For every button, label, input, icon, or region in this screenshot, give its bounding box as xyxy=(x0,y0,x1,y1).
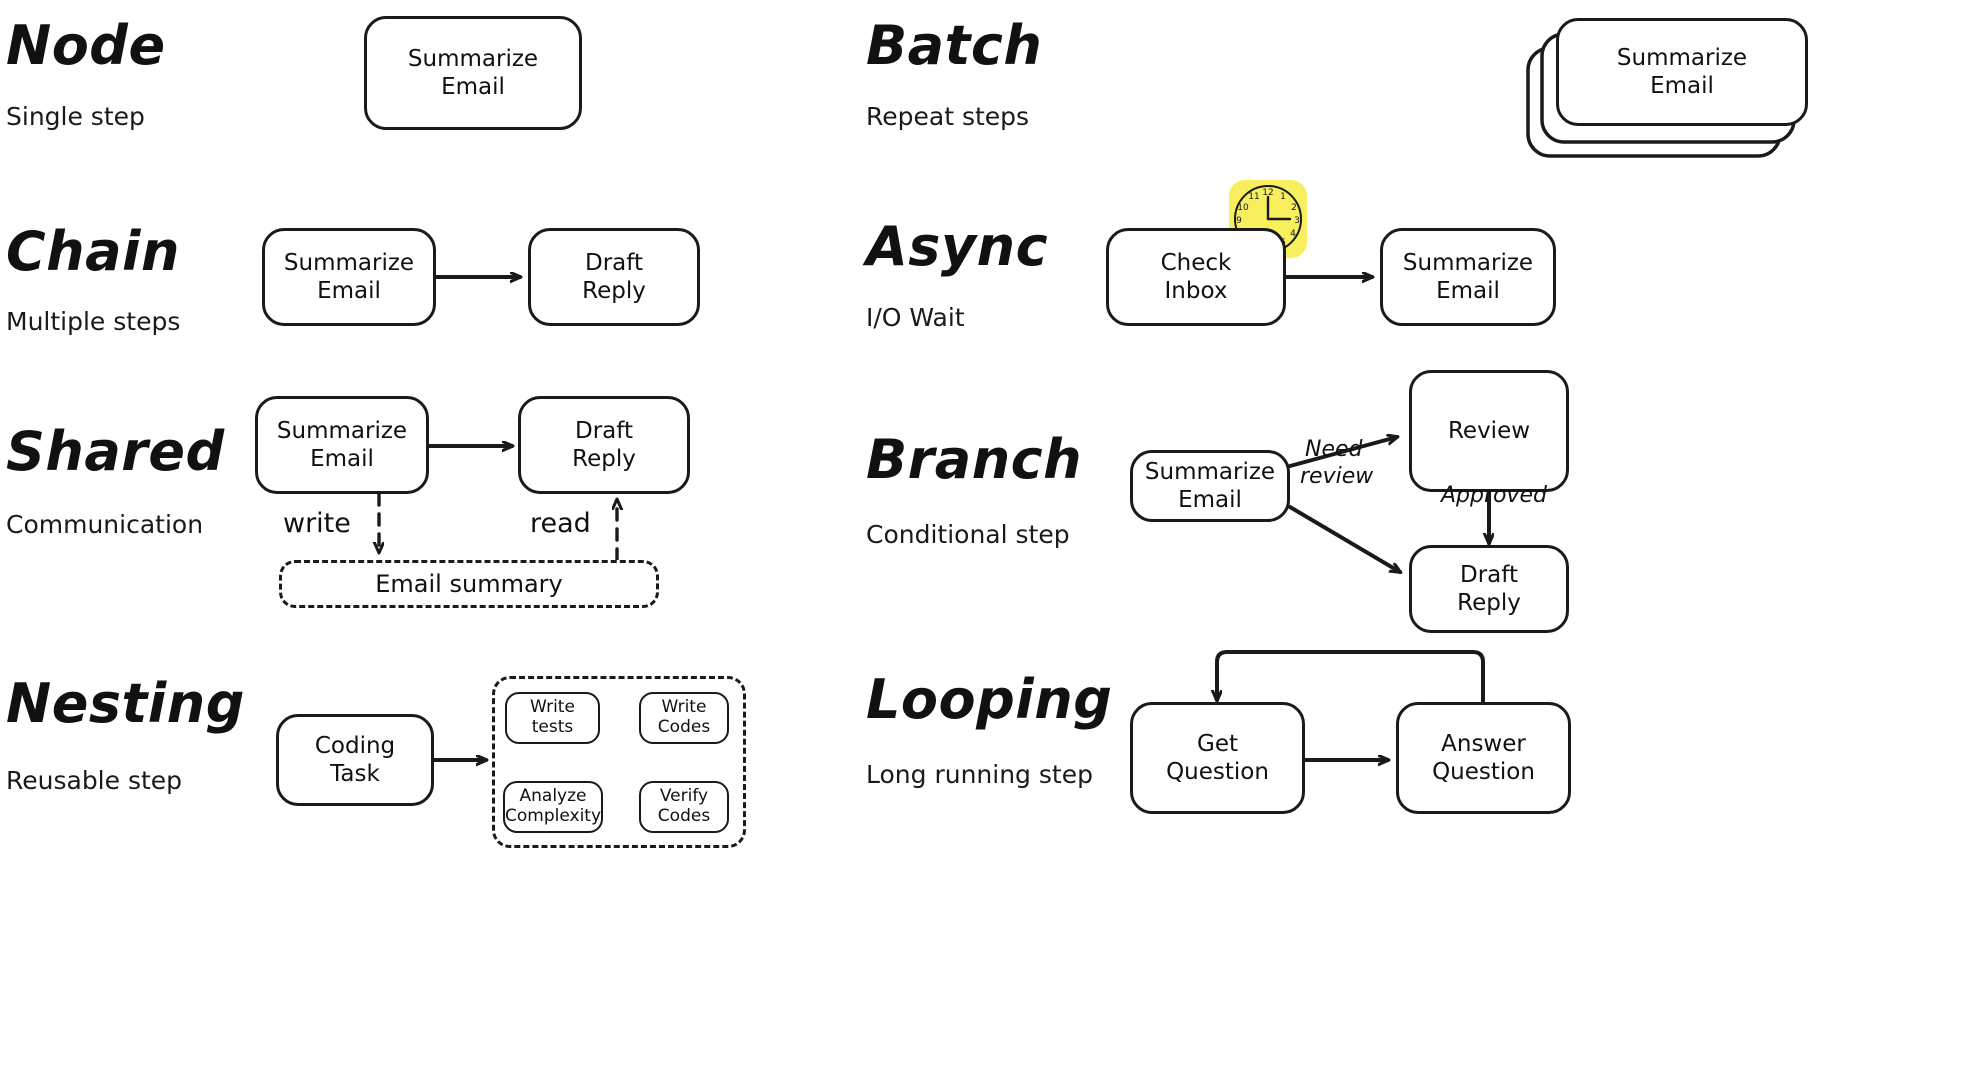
section-title-nesting: Nesting xyxy=(6,672,245,735)
looping-edge-back xyxy=(1217,650,1485,716)
shared-store-email-summary[interactable]: Email summary xyxy=(279,560,659,608)
svg-text:3: 3 xyxy=(1294,216,1300,226)
branch-need-label: Need xyxy=(1305,437,1363,462)
svg-text:4: 4 xyxy=(1290,229,1296,239)
section-subtitle-nesting: Reusable step xyxy=(6,766,183,795)
branch-review-label: review xyxy=(1300,464,1374,489)
section-subtitle-batch: Repeat steps xyxy=(866,102,1030,131)
section-title-branch: Branch xyxy=(866,428,1083,491)
shared-write-label: write xyxy=(283,508,351,539)
svg-text:1: 1 xyxy=(1280,192,1286,202)
section-subtitle-looping: Long running step xyxy=(866,760,1093,789)
branch-review[interactable]: Review xyxy=(1409,370,1569,492)
svg-text:11: 11 xyxy=(1248,192,1259,202)
branch-edge-need-review xyxy=(1288,437,1397,468)
svg-text:2: 2 xyxy=(1291,203,1297,213)
section-subtitle-async: I/O Wait xyxy=(866,303,965,332)
section-subtitle-node: Single step xyxy=(6,102,145,131)
section-subtitle-chain: Multiple steps xyxy=(6,307,181,336)
shared-read-label: read xyxy=(530,508,591,539)
section-title-batch: Batch xyxy=(866,14,1043,77)
section-title-shared: Shared xyxy=(6,420,225,483)
branch-edge-draft xyxy=(1288,505,1400,572)
section-subtitle-shared: Communication xyxy=(6,510,204,539)
section-title-async: Async xyxy=(866,215,1049,278)
section-title-looping: Looping xyxy=(866,668,1113,731)
svg-text:9: 9 xyxy=(1236,216,1242,226)
svg-text:12: 12 xyxy=(1262,188,1273,198)
svg-text:10: 10 xyxy=(1237,203,1249,213)
section-subtitle-branch: Conditional step xyxy=(866,520,1070,549)
section-title-chain: Chain xyxy=(6,220,180,283)
section-title-node: Node xyxy=(6,14,166,77)
branch-approved-label: Approved xyxy=(1441,483,1548,508)
